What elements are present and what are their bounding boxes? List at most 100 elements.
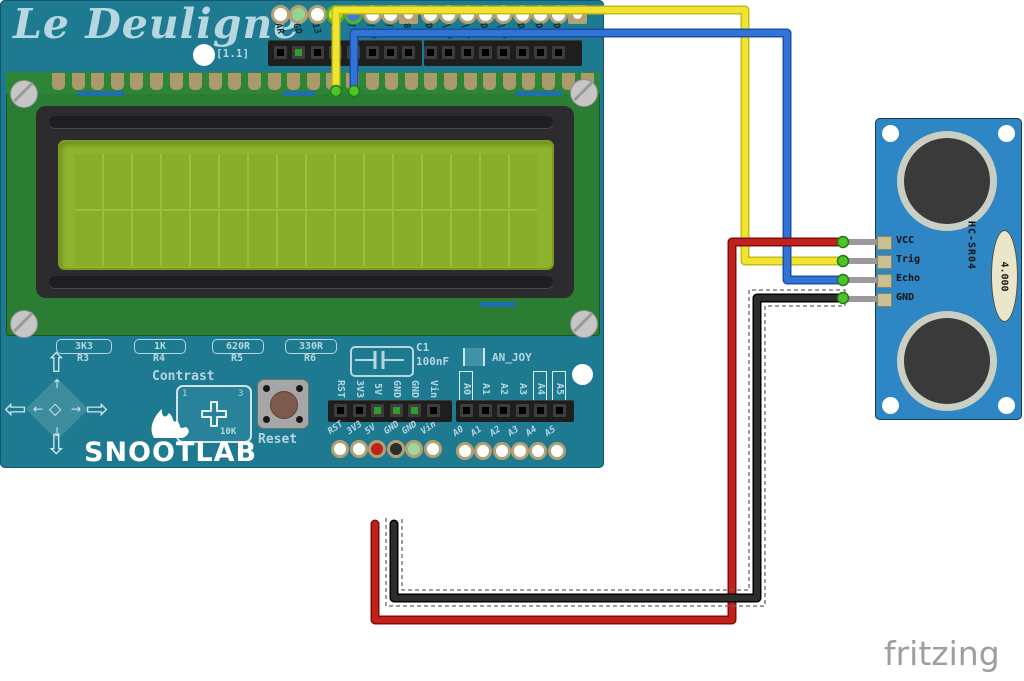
- socket[interactable]: [366, 46, 379, 59]
- analog-header[interactable]: [456, 400, 574, 422]
- socket[interactable]: [442, 46, 455, 59]
- sensor-pin-pad-VCC[interactable]: [877, 236, 892, 250]
- socket-A1[interactable]: [479, 404, 492, 417]
- sensor-pin-lead-Echo[interactable]: [845, 277, 878, 283]
- digital-pin-D1[interactable]: [531, 5, 550, 24]
- dpad-up-icon: ⇧: [45, 348, 68, 379]
- lcd-module[interactable]: [6, 72, 600, 338]
- lcd-character-grid: [75, 154, 537, 266]
- socket-5V[interactable]: [371, 404, 384, 417]
- digital-header-right[interactable]: [424, 40, 582, 66]
- sensor-pin-lead-GND[interactable]: [845, 296, 878, 302]
- socket-A3[interactable]: [516, 404, 529, 417]
- digital-pin-label: D4: [477, 22, 491, 36]
- reset-button[interactable]: [257, 379, 309, 429]
- mounting-hole: [998, 125, 1015, 142]
- digital-pin-/9[interactable]: [381, 5, 400, 24]
- socket[interactable]: [347, 46, 360, 59]
- socket[interactable]: [311, 46, 324, 59]
- reset-button-cap[interactable]: [270, 391, 298, 419]
- hole-Vin[interactable]: [424, 440, 442, 458]
- hole-A4[interactable]: [529, 442, 547, 460]
- lcd-pad: [385, 73, 399, 90]
- hole-GND[interactable]: [405, 440, 423, 458]
- socket[interactable]: [274, 46, 287, 59]
- socket[interactable]: [424, 46, 437, 59]
- hole-label: GND: [400, 419, 420, 437]
- digital-pin-label: /10: [364, 22, 380, 41]
- resistor-R4: 1K: [134, 339, 186, 354]
- sensor-pin-lead-VCC[interactable]: [845, 239, 878, 245]
- sensor-pin-label-VCC: VCC: [896, 235, 915, 246]
- digital-pin-pad[interactable]: [568, 5, 587, 24]
- socket[interactable]: [552, 46, 565, 59]
- socket-A5[interactable]: [553, 404, 566, 417]
- digital-header-left[interactable]: [268, 40, 422, 66]
- socket-GND[interactable]: [390, 404, 403, 417]
- digital-pin-|D5[interactable]: [458, 5, 477, 24]
- crystal-oscillator: 4.000: [991, 230, 1018, 322]
- digital-pin-/11[interactable]: [344, 5, 363, 24]
- lcd-pad: [110, 73, 124, 90]
- socket[interactable]: [329, 46, 342, 59]
- hole-A2[interactable]: [493, 442, 511, 460]
- socket[interactable]: [516, 46, 529, 59]
- hole-A5[interactable]: [548, 442, 566, 460]
- sensor-pin-lead-Trig[interactable]: [845, 258, 878, 264]
- digital-pin-D4[interactable]: [476, 5, 495, 24]
- hole-label: A5: [543, 424, 558, 439]
- digital-pin-D7[interactable]: [421, 5, 440, 24]
- sensor-pin-pad-Trig[interactable]: [877, 255, 892, 269]
- socket-GND[interactable]: [408, 404, 421, 417]
- digital-pin-|D6[interactable]: [439, 5, 458, 24]
- digital-pin-13[interactable]: [308, 5, 327, 24]
- digital-pin-8[interactable]: [399, 5, 418, 24]
- digital-pin-label: /11: [345, 22, 361, 41]
- digital-pin-GD[interactable]: [289, 5, 308, 24]
- lcd-cell: [481, 154, 508, 209]
- sensor-pin-pad-Echo[interactable]: [877, 274, 892, 288]
- lcd-cell: [510, 211, 537, 266]
- socket[interactable]: [402, 46, 415, 59]
- digital-pin-label: 12: [327, 22, 341, 36]
- contrast-trimmer[interactable]: 1 3 10K: [176, 385, 252, 443]
- socket[interactable]: [479, 46, 492, 59]
- lcd-cell: [423, 211, 450, 266]
- hole-GND[interactable]: [387, 440, 405, 458]
- bezel-slot: [49, 276, 553, 288]
- lcd-pad: [287, 73, 301, 90]
- lcd-screen: [58, 140, 554, 270]
- hole-A3[interactable]: [511, 442, 529, 460]
- power-header[interactable]: [328, 400, 452, 422]
- digital-pin-D0[interactable]: [549, 5, 568, 24]
- socket-A2[interactable]: [497, 404, 510, 417]
- socket[interactable]: [461, 46, 474, 59]
- socket[interactable]: [292, 46, 305, 59]
- lcd-cell: [133, 154, 160, 209]
- hole-5V[interactable]: [368, 440, 386, 458]
- digital-pin-/10[interactable]: [363, 5, 382, 24]
- hole-3V3[interactable]: [350, 440, 368, 458]
- socket[interactable]: [534, 46, 547, 59]
- lcd-cell: [220, 211, 247, 266]
- lcd-pad: [483, 73, 497, 90]
- hole-A1[interactable]: [474, 442, 492, 460]
- digital-pin-AR[interactable]: [271, 5, 290, 24]
- socket-RST[interactable]: [334, 404, 347, 417]
- lcd-bezel: [36, 106, 574, 298]
- socket-A4[interactable]: [534, 404, 547, 417]
- hole-A0[interactable]: [456, 442, 474, 460]
- digital-pin-|D3[interactable]: [494, 5, 513, 24]
- socket-A0[interactable]: [460, 404, 473, 417]
- digital-pin-12[interactable]: [326, 5, 345, 24]
- socket[interactable]: [384, 46, 397, 59]
- digital-pin-D2[interactable]: [513, 5, 532, 24]
- socket-3V3[interactable]: [353, 404, 366, 417]
- sensor-pin-pad-GND[interactable]: [877, 293, 892, 307]
- socket[interactable]: [497, 46, 510, 59]
- socket-Vin[interactable]: [427, 404, 440, 417]
- hole-RST[interactable]: [331, 440, 349, 458]
- lcd-pad: [169, 73, 183, 90]
